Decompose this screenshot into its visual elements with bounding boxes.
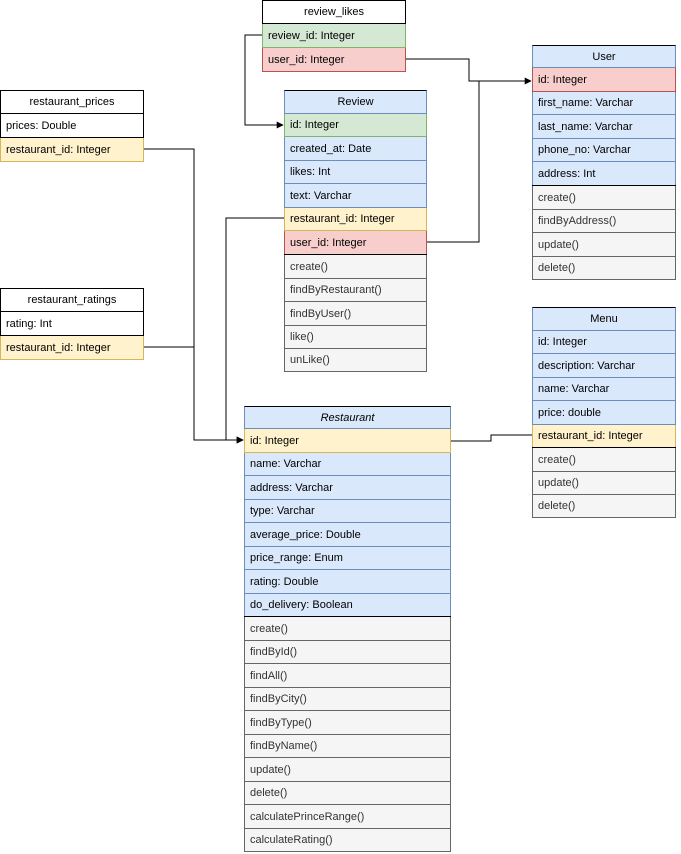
field-phone-no: phone_no: Varchar	[532, 139, 676, 162]
edge-restaurant-prices-to-restaurant	[144, 148, 244, 444]
field-price: price: double	[532, 401, 676, 425]
field-review-id: review_id: Integer	[262, 24, 406, 48]
field-user-id: user_id: Integer	[262, 48, 406, 72]
field-restaurant-id: restaurant_id: Integer	[0, 138, 144, 162]
method-update: update()	[532, 233, 676, 257]
field-user-id: user_id: Integer	[284, 231, 427, 255]
entity-title: Restaurant	[244, 406, 451, 429]
edge-review-likes-to-user	[406, 58, 532, 85]
field-id: id: Integer	[244, 429, 451, 453]
edge-review-to-user	[427, 81, 480, 243]
method-find-by-address: findByAddress()	[532, 210, 676, 233]
field-price-range: price_range: Enum	[244, 547, 451, 570]
entity-title: restaurant_ratings	[0, 288, 144, 312]
field-prices: prices: Double	[0, 114, 144, 138]
field-do-delivery: do_delivery: Boolean	[244, 594, 451, 617]
field-rating: rating: Int	[0, 312, 144, 336]
field-text: text: Varchar	[284, 184, 427, 208]
entity-title: User	[532, 45, 676, 68]
field-type: type: Varchar	[244, 500, 451, 523]
field-id: id: Integer	[532, 68, 676, 92]
entity-restaurant-ratings: restaurant_ratings rating: Int restauran…	[0, 288, 144, 360]
method-find-all: findAll()	[244, 664, 451, 688]
entity-title: review_likes	[262, 0, 406, 24]
entity-restaurant: Restaurant id: Integer name: Varchar add…	[244, 406, 451, 852]
field-last-name: last_name: Varchar	[532, 115, 676, 139]
entity-title: restaurant_prices	[0, 90, 144, 114]
field-rating: rating: Double	[244, 570, 451, 594]
method-create: create()	[532, 186, 676, 210]
field-first-name: first_name: Varchar	[532, 92, 676, 115]
method-find-by-name: findByName()	[244, 735, 451, 758]
method-find-by-id: findById()	[244, 641, 451, 664]
method-calculate-rating: calculateRating()	[244, 829, 451, 852]
method-delete: delete()	[244, 782, 451, 805]
method-delete: delete()	[532, 257, 676, 280]
method-find-by-type: findByType()	[244, 711, 451, 735]
edge-restaurant-ratings-to-restaurant	[144, 346, 195, 440]
field-id: id: Integer	[532, 331, 676, 354]
field-address: address: Varchar	[244, 476, 451, 500]
method-create: create()	[532, 448, 676, 472]
entity-restaurant-prices: restaurant_prices prices: Double restaur…	[0, 90, 144, 162]
entity-title: Menu	[532, 307, 676, 331]
method-update: update()	[532, 472, 676, 495]
field-average-price: average_price: Double	[244, 523, 451, 547]
entity-user: User id: Integer first_name: Varchar las…	[532, 45, 676, 280]
field-likes: likes: Int	[284, 161, 427, 184]
method-create: create()	[284, 255, 427, 279]
field-restaurant-id: restaurant_id: Integer	[284, 208, 427, 231]
field-name: name: Varchar	[532, 378, 676, 401]
entity-review-likes: review_likes review_id: Integer user_id:…	[262, 0, 406, 72]
field-address: address: Int	[532, 162, 676, 186]
field-created-at: created_at: Date	[284, 137, 427, 161]
method-like: like()	[284, 326, 427, 349]
field-name: name: Varchar	[244, 453, 451, 476]
method-create: create()	[244, 617, 451, 641]
method-delete: delete()	[532, 495, 676, 518]
entity-title: Review	[284, 90, 427, 114]
entity-review: Review id: Integer created_at: Date like…	[284, 90, 427, 372]
field-id: id: Integer	[284, 114, 427, 137]
method-calculate-prince-range: calculatePrinceRange()	[244, 805, 451, 829]
field-restaurant-id: restaurant_id: Integer	[532, 425, 676, 448]
field-restaurant-id: restaurant_id: Integer	[0, 336, 144, 360]
field-description: description: Varchar	[532, 354, 676, 378]
method-find-by-user: findByUser()	[284, 302, 427, 326]
method-update: update()	[244, 758, 451, 782]
entity-menu: Menu id: Integer description: Varchar na…	[532, 307, 676, 518]
method-find-by-city: findByCity()	[244, 688, 451, 711]
method-unlike: unLike()	[284, 349, 427, 372]
method-find-by-restaurant: findByRestaurant()	[284, 279, 427, 302]
